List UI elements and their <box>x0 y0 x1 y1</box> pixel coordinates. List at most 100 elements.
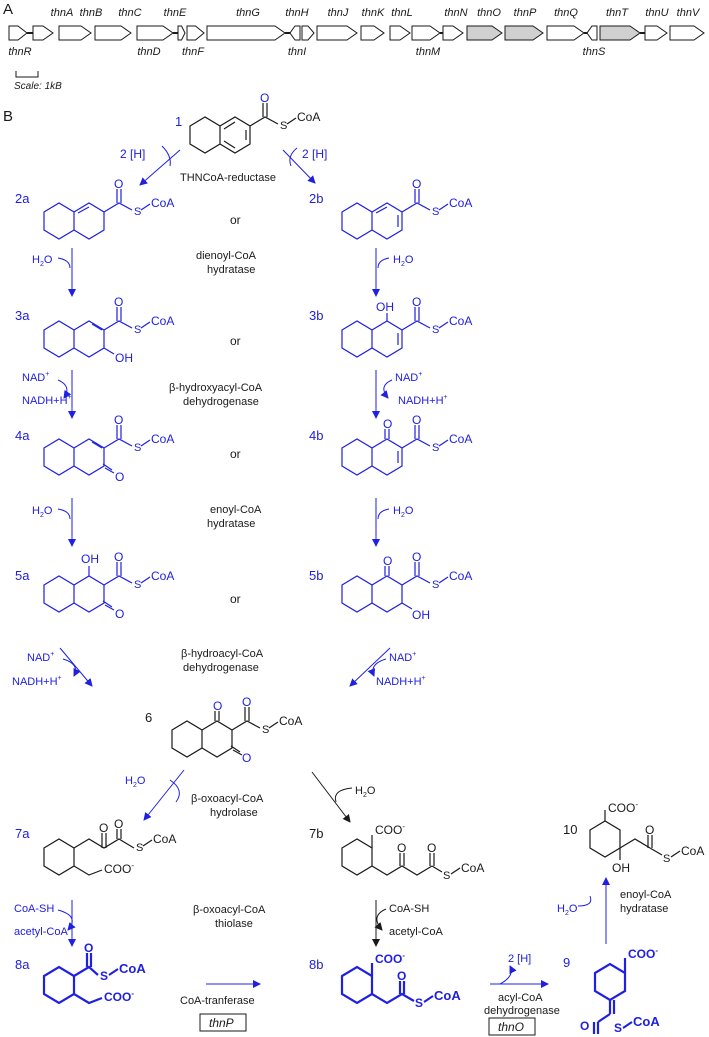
svg-text:CoA: CoA <box>449 569 472 583</box>
svg-text:7b: 7b <box>309 826 323 841</box>
svg-text:O: O <box>213 699 222 713</box>
gene-arrow <box>316 25 358 41</box>
gene-arrow <box>58 25 92 41</box>
gene-label: thnC <box>118 7 141 19</box>
gene-arrow <box>289 25 301 41</box>
compound-7b: 7b COO- O O S CoA <box>309 822 484 882</box>
svg-text:H2O: H2O <box>393 505 414 519</box>
gene-arrow <box>301 25 315 41</box>
compound-8b: 8b COO- O S CoA <box>309 951 461 1010</box>
svg-text:thnP: thnP <box>209 1016 234 1030</box>
svg-text:O: O <box>114 413 123 427</box>
gene-label: thnD <box>137 46 160 58</box>
compound-4a: 4a O S CoA O <box>15 413 174 484</box>
svg-text:OH: OH <box>612 861 630 875</box>
svg-text:O: O <box>397 969 406 983</box>
svg-text:NAD+: NAD+ <box>389 651 416 664</box>
svg-text:2 [H]: 2 [H] <box>302 147 327 161</box>
gene-label: thnM <box>416 46 441 58</box>
gene-arrow <box>442 25 464 41</box>
compound-6: 6 O O S CoA O <box>145 695 302 765</box>
svg-text:O: O <box>242 695 251 709</box>
svg-text:O: O <box>580 1019 589 1033</box>
svg-text:CoA: CoA <box>297 110 320 124</box>
gene-arrow <box>136 25 174 41</box>
svg-text:10: 10 <box>563 822 577 837</box>
svg-text:O: O <box>397 841 406 855</box>
gene-label: thnL <box>391 7 412 19</box>
gene-label: thnI <box>288 46 306 58</box>
svg-text:8a: 8a <box>15 957 30 972</box>
gene-label: thnP <box>514 7 537 19</box>
svg-text:S: S <box>134 579 141 591</box>
svg-text:H2O: H2O <box>125 775 146 789</box>
svg-text:S: S <box>134 324 141 336</box>
svg-text:O: O <box>427 841 436 855</box>
svg-text:β-oxoacyl-CoA: β-oxoacyl-CoA <box>191 793 264 805</box>
svg-text:CoA: CoA <box>681 844 704 858</box>
compound-label-1: 1 <box>175 114 182 129</box>
svg-text:S: S <box>432 206 439 218</box>
svg-text:5a: 5a <box>15 568 30 583</box>
svg-text:β-oxoacyl-CoA: β-oxoacyl-CoA <box>193 904 266 916</box>
svg-text:CoA: CoA <box>151 314 174 328</box>
svg-text:dienoyl-CoA: dienoyl-CoA <box>196 250 257 262</box>
svg-text:6: 6 <box>145 710 152 725</box>
svg-text:dehydrogenase: dehydrogenase <box>183 396 259 408</box>
compound-5b: 5b O O S CoA OH <box>309 550 472 622</box>
svg-text:S: S <box>415 996 423 1010</box>
gene-arrow <box>206 25 286 41</box>
compound-3a: 3a O S CoA OH <box>15 295 174 365</box>
svg-text:2 [H]: 2 [H] <box>120 147 145 161</box>
compound-7a: 7a O O S CoA COO- <box>15 817 176 876</box>
svg-text:5b: 5b <box>309 568 323 583</box>
svg-text:dehydrogenase: dehydrogenase <box>183 662 259 674</box>
svg-text:O: O <box>260 91 269 105</box>
gene-label: thnT <box>606 7 629 19</box>
svg-text:NADH+H+: NADH+H+ <box>376 675 426 688</box>
gene-label: thnB <box>80 7 103 19</box>
svg-text:S: S <box>136 842 143 854</box>
svg-text:O: O <box>412 295 421 309</box>
gene-arrow <box>586 25 598 41</box>
gene-label: thnO <box>477 7 501 19</box>
gene-arrow <box>177 25 186 41</box>
gene-label: thnJ <box>328 7 349 19</box>
svg-text:COO-: COO- <box>375 822 405 837</box>
cofactor-water-2a: H2O <box>32 254 53 268</box>
svg-text:OH: OH <box>376 300 394 314</box>
gene-label: thnQ <box>554 7 578 19</box>
svg-text:O: O <box>645 823 654 837</box>
gene-label: thnS <box>583 46 606 58</box>
svg-text:NAD+: NAD+ <box>22 371 49 384</box>
compound-2a: 2a O S CoA <box>15 177 174 240</box>
svg-text:O: O <box>84 941 93 955</box>
svg-text:H2O: H2O <box>557 903 578 917</box>
gene-label: thnF <box>182 46 205 58</box>
svg-text:enoyl-CoA: enoyl-CoA <box>620 889 672 901</box>
svg-text:hydratase: hydratase <box>620 903 668 915</box>
svg-text:H2O: H2O <box>393 254 414 268</box>
gene-box-thnP <box>199 1013 247 1032</box>
svg-text:hydrolase: hydrolase <box>210 807 258 819</box>
svg-text:O: O <box>114 550 123 564</box>
svg-text:S: S <box>134 442 141 454</box>
svg-text:S: S <box>100 969 108 983</box>
svg-text:O: O <box>242 751 251 765</box>
svg-text:or: or <box>230 592 241 606</box>
gene-label: thnE <box>164 7 187 19</box>
gene-label: thnN <box>444 7 467 19</box>
svg-text:COO-: COO- <box>104 989 134 1004</box>
gene-arrow <box>466 25 503 41</box>
svg-text:S: S <box>443 870 450 882</box>
svg-text:NAD+: NAD+ <box>27 651 54 664</box>
compound-2b: 2b O S CoA <box>309 177 472 240</box>
svg-text:β-hydroxyacyl-CoA: β-hydroxyacyl-CoA <box>169 382 263 394</box>
svg-text:CoA: CoA <box>119 961 146 976</box>
svg-text:OH: OH <box>115 351 133 365</box>
svg-text:S: S <box>432 442 439 454</box>
compound-9: 9 COO- O S CoA <box>563 946 660 1035</box>
